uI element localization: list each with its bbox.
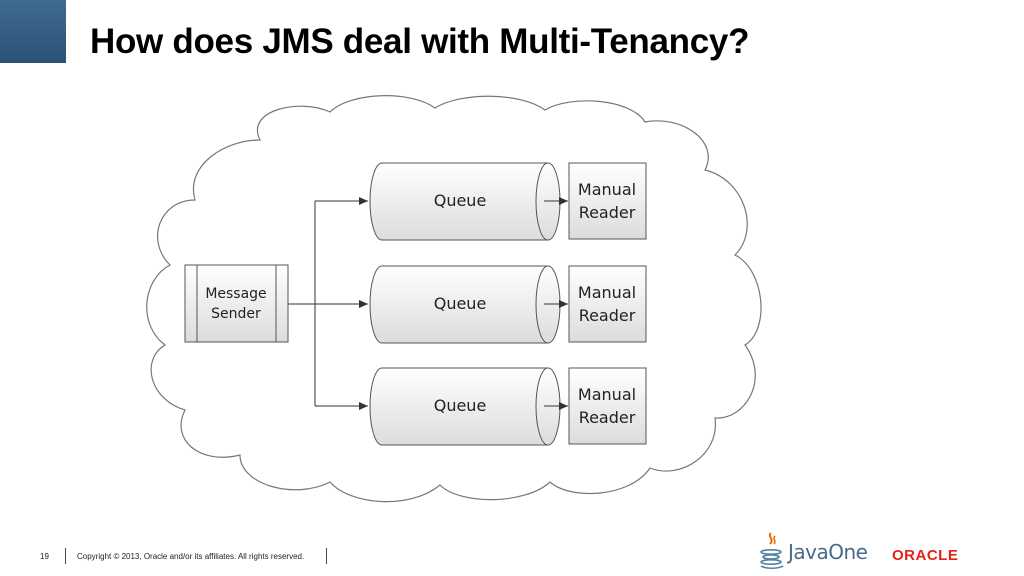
corner-accent-block	[0, 0, 66, 63]
message-sender-box: Message Sender	[184, 264, 289, 343]
reader-2-line2: Reader	[579, 306, 636, 325]
queue-1: Queue	[369, 162, 568, 241]
queue-3: Queue	[369, 367, 568, 446]
queue-3-label: Queue	[434, 396, 487, 415]
reader-1-line2: Reader	[579, 203, 636, 222]
reader-2-line1: Manual	[578, 283, 636, 302]
javaone-logo: JavaOne	[758, 530, 874, 570]
java-cup-icon	[760, 532, 784, 570]
reader-1-line1: Manual	[578, 180, 636, 199]
page-number: 19	[40, 552, 49, 561]
queue-1-label: Queue	[434, 191, 487, 210]
javaone-wordmark: JavaOne	[788, 540, 868, 564]
manual-reader-1: Manual Reader	[568, 162, 647, 240]
queue-2-label: Queue	[434, 294, 487, 313]
queue-2: Queue	[369, 265, 568, 344]
sender-label-line1: Message	[205, 286, 266, 302]
sender-label-line2: Sender	[211, 306, 261, 322]
slide-title: How does JMS deal with Multi-Tenancy?	[90, 22, 750, 61]
footer-divider	[65, 548, 66, 564]
reader-3-line2: Reader	[579, 408, 636, 427]
reader-3-line1: Manual	[578, 385, 636, 404]
manual-reader-3: Manual Reader	[568, 367, 647, 445]
connector-lines	[288, 197, 368, 410]
manual-reader-2: Manual Reader	[568, 265, 647, 343]
slide-footer: 19 Copyright © 2013, Oracle and/or its a…	[0, 548, 700, 568]
footer-divider	[326, 548, 327, 564]
oracle-logo: ORACLE	[892, 547, 959, 564]
copyright-notice: Copyright © 2013, Oracle and/or its affi…	[77, 552, 305, 561]
